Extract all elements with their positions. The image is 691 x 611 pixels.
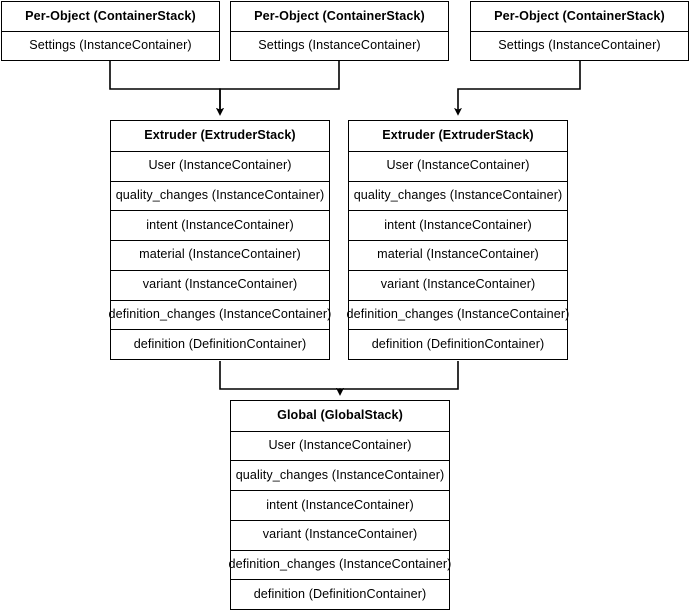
node-row: quality_changes (InstanceContainer)	[349, 180, 567, 211]
node-row: Settings (InstanceContainer)	[471, 31, 688, 60]
edge-extruder2-to-global	[336, 361, 459, 396]
node-header: Extruder (ExtruderStack)	[382, 127, 534, 142]
edge-extruder1-to-global	[219, 361, 344, 396]
node-row: material (InstanceContainer)	[349, 240, 567, 270]
node-row: variant (InstanceContainer)	[111, 269, 329, 300]
node-row: Settings (InstanceContainer)	[231, 31, 448, 60]
node-per-object-1: Per-Object (ContainerStack) Settings (Ins…	[1, 1, 220, 61]
node-row: intent (InstanceContainer)	[111, 210, 329, 240]
node-row: User (InstanceContainer)	[111, 150, 329, 181]
node-row: variant (InstanceContainer)	[231, 519, 449, 550]
node-row: intent (InstanceContainer)	[231, 490, 449, 520]
node-row: User (InstanceContainer)	[231, 430, 449, 461]
node-row: User (InstanceContainer)	[349, 150, 567, 181]
node-row: definition_changes (InstanceContainer)	[109, 299, 331, 330]
node-per-object-2: Per-Object (ContainerStack) Settings (Ins…	[230, 1, 449, 61]
node-row: intent (InstanceContainer)	[349, 210, 567, 240]
node-row: Settings (InstanceContainer)	[2, 31, 219, 60]
node-extruder-2: Extruder (ExtruderStack) User (InstanceCo…	[347, 120, 569, 360]
node-row: quality_changes (InstanceContainer)	[111, 180, 329, 211]
node-global: Global (GlobalStack) User (InstanceContai…	[229, 400, 451, 610]
edge-po1-to-extruder1	[109, 61, 224, 116]
edge-po2-to-extruder1	[216, 61, 340, 116]
node-row: definition (DefinitionContainer)	[231, 579, 449, 609]
edge-po3-to-extruder2	[454, 61, 581, 116]
node-row: definition (DefinitionContainer)	[111, 329, 329, 359]
node-per-object-3: Per-Object (ContainerStack) Settings (Ins…	[470, 1, 689, 61]
node-header: Per-Object (ContainerStack)	[25, 8, 196, 23]
node-header: Extruder (ExtruderStack)	[144, 127, 296, 142]
node-row: material (InstanceContainer)	[111, 240, 329, 270]
node-header: Global (GlobalStack)	[277, 407, 403, 422]
node-row: variant (InstanceContainer)	[349, 269, 567, 300]
node-header: Per-Object (ContainerStack)	[254, 8, 425, 23]
node-row: quality_changes (InstanceContainer)	[231, 460, 449, 490]
node-row: definition_changes (InstanceContainer)	[347, 299, 569, 330]
node-header: Per-Object (ContainerStack)	[494, 8, 665, 23]
node-row: definition_changes (InstanceContainer)	[229, 549, 451, 580]
node-row: definition (DefinitionContainer)	[349, 329, 567, 359]
node-extruder-1: Extruder (ExtruderStack) User (InstanceCo…	[109, 120, 331, 360]
